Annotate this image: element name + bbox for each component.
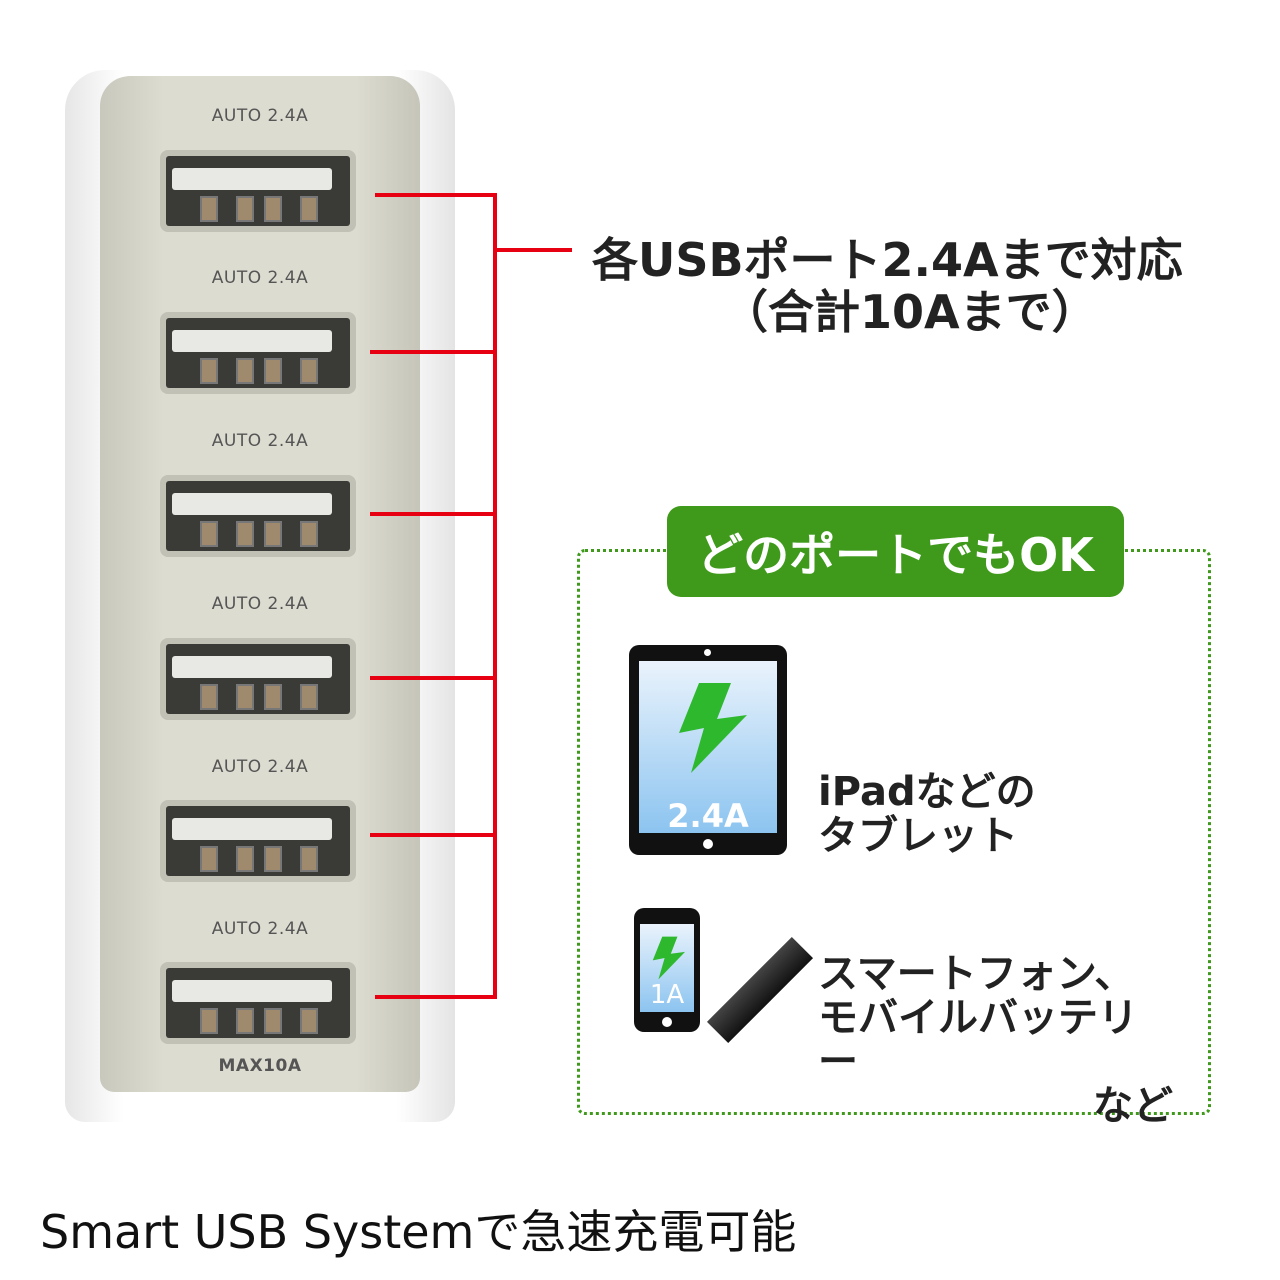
usb-port xyxy=(160,638,356,720)
phone-label-line: モバイルバッテリー xyxy=(818,995,1138,1085)
port-label: AUTO 2.4A xyxy=(211,431,309,451)
port-label: AUTO 2.4A xyxy=(211,757,309,777)
callout-line xyxy=(495,248,572,252)
tablet-label-line: iPadなどの xyxy=(818,769,1036,815)
usb-port xyxy=(160,800,356,882)
max-label: MAX10A xyxy=(218,1056,302,1076)
callout-line xyxy=(370,512,495,516)
port-label: AUTO 2.4A xyxy=(211,106,309,126)
callout-line xyxy=(370,676,495,680)
phone-label-line: スマートフォン、 xyxy=(818,951,1135,997)
lightning-icon xyxy=(679,683,747,773)
callout-line xyxy=(370,833,495,837)
callout-line xyxy=(375,193,495,197)
caption: Smart USB Systemで急速充電可能 xyxy=(40,1205,797,1259)
callout-subtitle: （合計10Aまで） xyxy=(722,285,1098,339)
charger-face xyxy=(100,76,420,1092)
phone-label-line: など xyxy=(1093,1083,1173,1129)
feature-title: どのポートでもOK xyxy=(667,506,1124,597)
smartphone-icon: 1A xyxy=(634,908,700,1032)
phone-label: スマートフォン、 モバイルバッテリー など xyxy=(818,952,1173,1128)
tablet-label: iPadなどの タブレット xyxy=(818,770,1036,858)
port-label: AUTO 2.4A xyxy=(211,919,309,939)
port-label: AUTO 2.4A xyxy=(211,594,309,614)
port-label: AUTO 2.4A xyxy=(211,268,309,288)
tablet-label-line: タブレット xyxy=(818,813,1018,859)
callout-title: 各USBポート2.4Aまで対応 xyxy=(592,233,1183,287)
usb-port xyxy=(160,312,356,394)
callout-line xyxy=(370,350,495,354)
tablet-current: 2.4A xyxy=(667,797,749,835)
lightning-icon xyxy=(652,936,686,980)
phone-current: 1A xyxy=(649,980,685,1010)
callout-line xyxy=(375,995,495,999)
usb-port xyxy=(160,475,356,557)
callout-bracket xyxy=(493,193,497,999)
usb-port xyxy=(160,150,356,232)
tablet-icon: 2.4A xyxy=(629,645,787,855)
usb-port xyxy=(160,962,356,1044)
